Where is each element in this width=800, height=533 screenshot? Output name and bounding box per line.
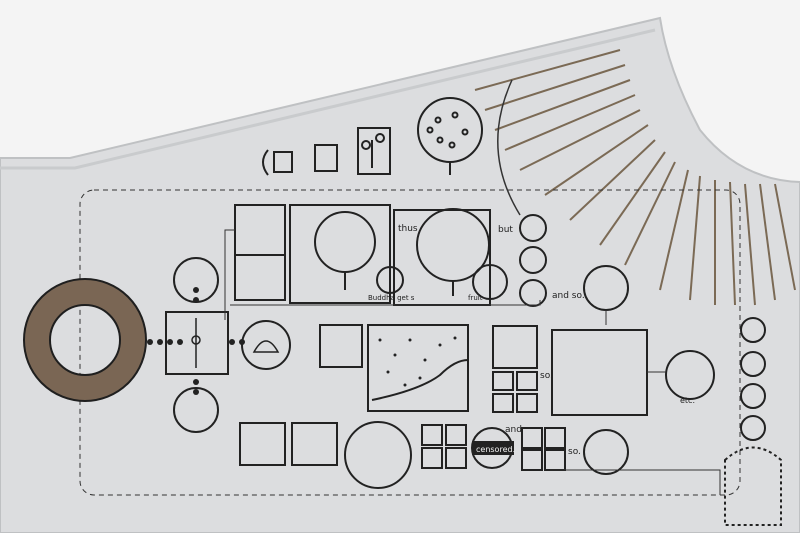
right-circles: [724, 317, 782, 526]
label-but: but: [498, 225, 513, 235]
flow-frame: [79, 189, 741, 496]
label-so-1: so.: [540, 371, 553, 381]
caption-fruit: fruit: [468, 294, 483, 302]
roof-edge: [0, 28, 656, 170]
label-and-so-1: and so.: [552, 291, 585, 301]
sun-arc: [497, 79, 521, 216]
label-so-2: so.: [568, 447, 581, 457]
rain-dots: [378, 336, 457, 387]
caption-buddha: Buddha get s: [368, 294, 415, 302]
circle-cave: [241, 320, 291, 370]
connector-lines: [224, 229, 721, 495]
brown-ring-outline: [23, 278, 147, 402]
label-and: and: [505, 425, 522, 435]
tree-top: [417, 97, 483, 175]
brown-ring: [24, 279, 146, 401]
label-censored: censored.: [476, 445, 515, 454]
circle-seed: [173, 387, 219, 433]
center-panel: [165, 311, 229, 375]
sun-rays: [474, 49, 796, 306]
wall: [0, 16, 800, 533]
seed-sequence: [262, 127, 391, 176]
censored-bar: [472, 441, 514, 455]
label-etc: etc.: [680, 396, 695, 405]
figure-icon: [191, 335, 201, 345]
circle-apple: [173, 257, 219, 303]
ring-connector: [147, 287, 245, 395]
label-thus: thus: [398, 224, 418, 234]
